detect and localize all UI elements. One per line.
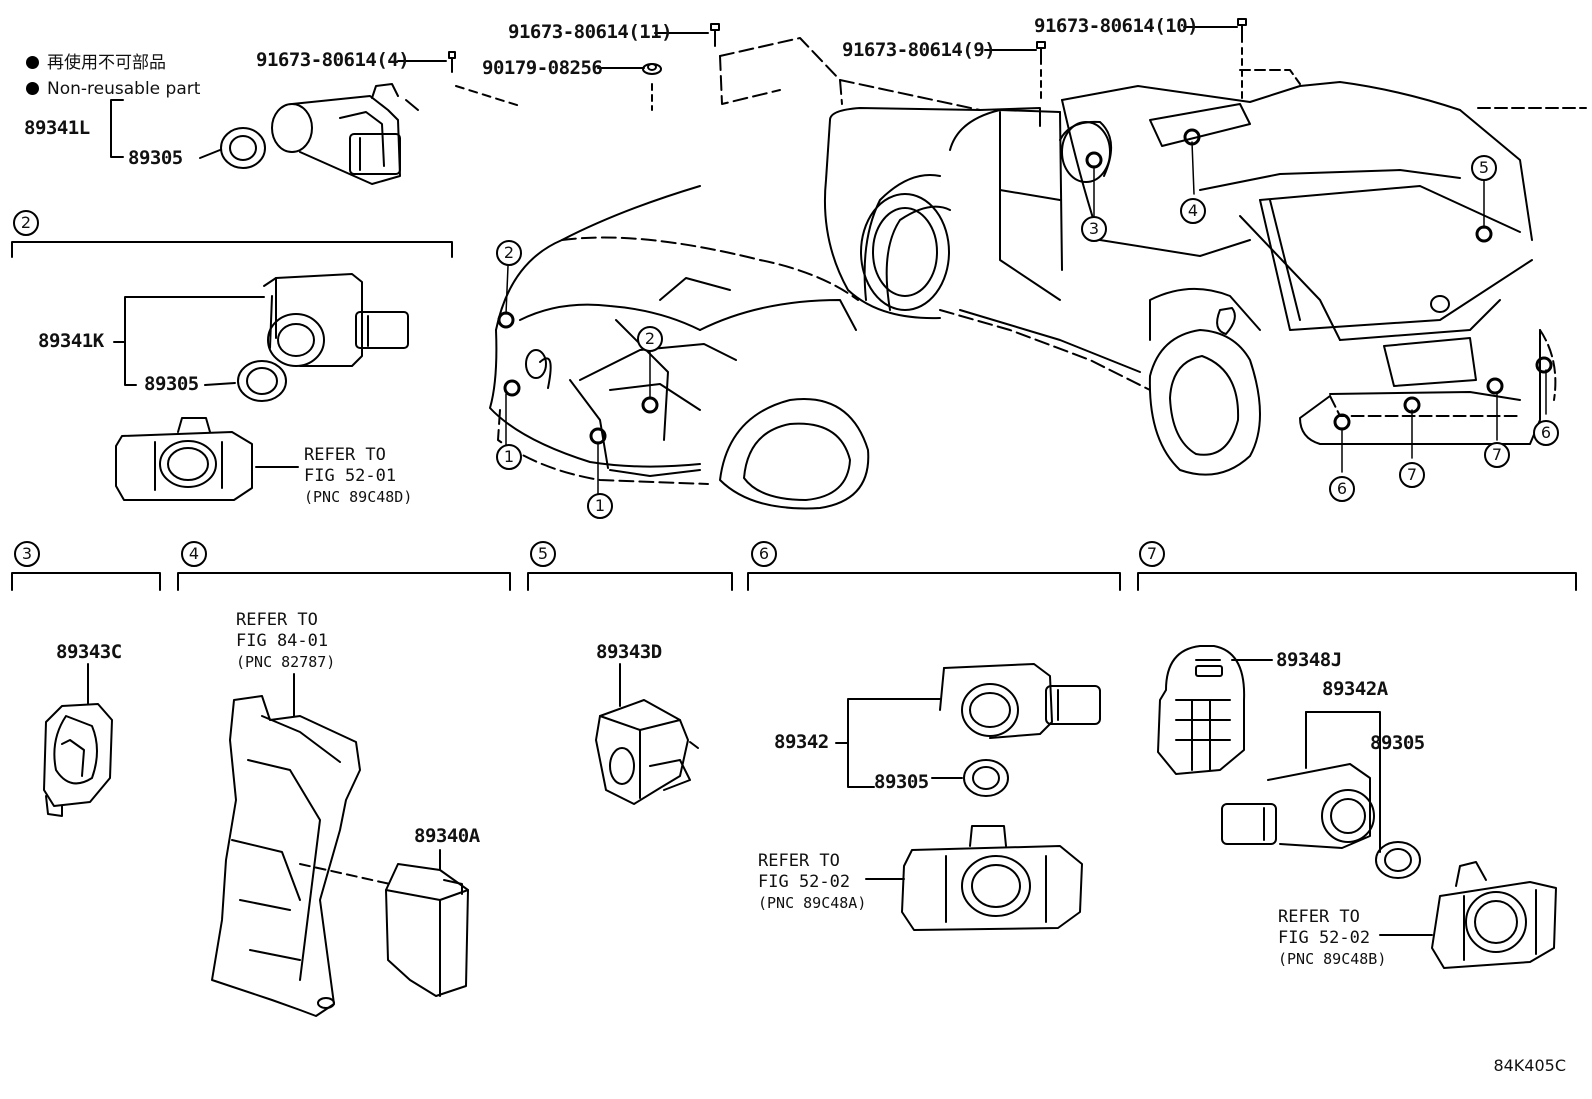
fastener-label[interactable]: 91673-80614(4): [256, 49, 410, 71]
section-5-drawing: [595, 663, 699, 805]
section-marker: 4: [181, 541, 207, 567]
part-number-label[interactable]: 89305: [128, 147, 183, 169]
legend-japanese-text: 再使用不可部品: [47, 53, 166, 73]
refer-line: (PNC 89C48D): [304, 488, 413, 506]
legend-english-text: Non-reusable part: [47, 79, 201, 99]
part-number-label[interactable]: 89342A: [1322, 678, 1388, 700]
refer-line: FIG 52-02: [758, 872, 851, 892]
car-marker: 1: [587, 493, 613, 519]
refer-line: REFER TO: [304, 445, 386, 465]
part-number-label[interactable]: 89342: [774, 731, 829, 753]
part-number-label[interactable]: 89340A: [414, 825, 480, 847]
car-marker: 6: [1329, 476, 1355, 502]
refer-line: FIG 52-02: [1278, 928, 1371, 948]
fastener-label[interactable]: 90179-08256: [482, 57, 603, 79]
part-number-label[interactable]: 89348J: [1276, 649, 1342, 671]
fastener-icons: [397, 18, 1247, 111]
refer-note[interactable]: REFER TO FIG 52-01 (PNC 89C48D): [304, 445, 412, 508]
fastener-label[interactable]: 91673-80614(10): [1034, 15, 1199, 37]
car-marker: 7: [1399, 462, 1425, 488]
fastener-label[interactable]: 91673-80614(9): [842, 39, 996, 61]
top-sensor-drawing: [110, 83, 419, 185]
part-number-label[interactable]: 89305: [874, 771, 929, 793]
section-marker: 5: [530, 541, 556, 567]
car-marker: 5: [1471, 155, 1497, 181]
section-6-drawing: [835, 663, 1101, 931]
refer-note[interactable]: REFER TO FIG 52-02 (PNC 89C48A): [758, 851, 866, 914]
refer-line: REFER TO: [1278, 907, 1360, 927]
car-marker: 2: [496, 240, 522, 266]
car-marker: 7: [1484, 442, 1510, 468]
car-marker: 1: [496, 444, 522, 470]
legend-japanese: 再使用不可部品: [26, 52, 166, 74]
part-number-label[interactable]: 89305: [144, 373, 199, 395]
refer-line: REFER TO: [758, 851, 840, 871]
refer-line: (PNC 89C48B): [1278, 950, 1387, 968]
bullet-icon: [26, 56, 39, 69]
bullet-icon: [26, 82, 39, 95]
rear-car-drawing: [719, 37, 1587, 476]
car-marker: 4: [1180, 198, 1206, 224]
refer-line: (PNC 89C48A): [758, 894, 867, 912]
car-marker: 3: [1081, 216, 1107, 242]
part-number-label[interactable]: 89341K: [38, 330, 104, 352]
refer-note[interactable]: REFER TO FIG 84-01 (PNC 82787): [236, 610, 335, 673]
car-marker: 2: [637, 326, 663, 352]
section-4-drawing: [211, 673, 469, 1017]
figure-code: 84K405C: [1493, 1056, 1566, 1075]
part-number-label[interactable]: 89343D: [596, 641, 662, 663]
section-marker: 2: [13, 210, 39, 236]
refer-line: REFER TO: [236, 610, 318, 630]
section-7-drawing: [1157, 645, 1557, 969]
section-marker: 3: [14, 541, 40, 567]
part-number-label[interactable]: 89305: [1370, 732, 1425, 754]
legend-english: Non-reusable part: [26, 78, 200, 100]
section-marker: 7: [1139, 541, 1165, 567]
refer-note[interactable]: REFER TO FIG 52-02 (PNC 89C48B): [1278, 907, 1386, 970]
section-marker: 6: [751, 541, 777, 567]
part-number-label[interactable]: 89341L: [24, 117, 90, 139]
refer-line: (PNC 82787): [236, 653, 336, 671]
refer-line: FIG 52-01: [304, 466, 397, 486]
part-number-label[interactable]: 89343C: [56, 641, 122, 663]
car-marker-leaders: [505, 141, 1547, 497]
refer-line: FIG 84-01: [236, 631, 329, 651]
sensor-position-markers: [497, 128, 1553, 445]
section-2-drawing: [11, 241, 453, 501]
section-3-drawing: [43, 663, 113, 817]
fastener-label[interactable]: 91673-80614(11): [508, 21, 673, 43]
car-marker: 6: [1533, 420, 1559, 446]
front-car-drawing: [489, 185, 870, 510]
section-brackets: [11, 572, 1577, 591]
